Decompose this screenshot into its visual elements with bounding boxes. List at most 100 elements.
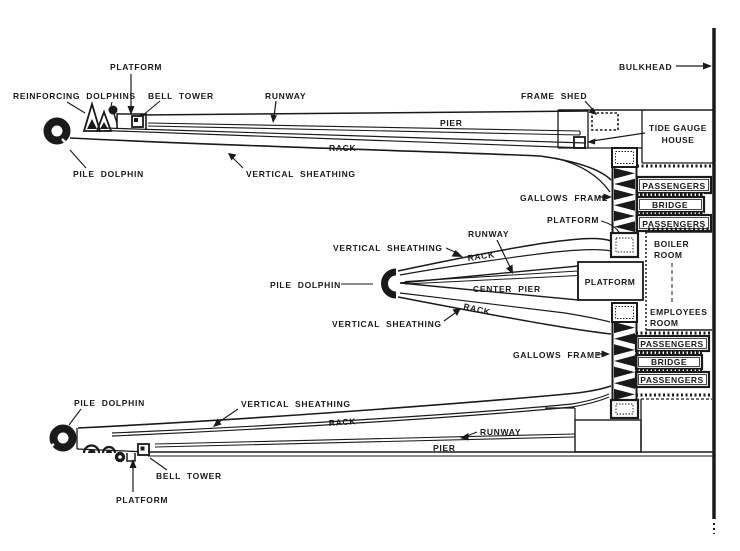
upper-platform-arrowhead [127, 106, 135, 115]
boiler-employees-building: BOILER ROOM EMPLOYEES ROOM [645, 231, 712, 331]
upper-pile-dolphin-label: PILE DOLPHIN [73, 169, 144, 179]
center-runway-label: RUNWAY [468, 229, 509, 239]
center-pile-dolphin-label: PILE DOLPHIN [270, 280, 341, 290]
passengers-upper-south-box: PASSENGERS [635, 213, 713, 233]
center-rack-north-label: RACK [467, 249, 496, 263]
passengers-lower-north-label: PASSENGERS [640, 339, 703, 349]
upper-bell-tower-structure [131, 115, 144, 128]
passengers-upper-north-label: PASSENGERS [642, 181, 705, 191]
center-runway-line-south [404, 275, 579, 285]
center-vs-south-leader [443, 312, 456, 322]
apron-strip-4 [636, 369, 702, 372]
tide-gauge-house-label-line2: HOUSE [662, 135, 695, 145]
upper-runway-label: RUNWAY [265, 91, 306, 101]
center-rack-north [399, 249, 612, 276]
upper-gallows-frame-arrowhead [603, 193, 612, 201]
passengers-upper-north-box: PASSENGERS [635, 175, 713, 195]
upper-rack-line-south [103, 129, 587, 149]
center-platform-box-label: PLATFORM [585, 277, 636, 287]
frame-shed-arrowhead [588, 107, 597, 115]
upper-platform-label: PLATFORM [110, 62, 162, 72]
lower-pile-dolphin [46, 424, 77, 452]
reinforcing-dolphins-leader-2 [110, 101, 113, 107]
lower-vertical-sheathing-leader [218, 408, 239, 423]
tide-gauge-house: TIDE GAUGE HOUSE [573, 123, 707, 149]
center-vertical-sheathing-north-label: VERTICAL SHEATHING [333, 243, 443, 253]
center-vertical-sheathing-south-label: VERTICAL SHEATHING [332, 319, 442, 329]
lower-rack-label: RACK [328, 416, 356, 428]
upper-runway-line-south [147, 125, 581, 136]
lower-pile-dolphin-leader [68, 408, 82, 426]
boiler-room-label-line2: ROOM [654, 250, 682, 260]
lower-bell-tower-structure [137, 443, 150, 456]
upper-pile-dolphin-leader [69, 149, 87, 169]
upper-vertical-sheathing-leader [231, 156, 244, 169]
passengers-lower-north-box: PASSENGERS [634, 334, 711, 353]
center-rack-south [399, 292, 611, 323]
upper-runway-leader [273, 100, 277, 118]
upper-runway-arrowhead [270, 114, 277, 123]
center-pier-label: CENTER PIER [473, 284, 541, 294]
upper-bell-tower-leader [141, 100, 161, 117]
center-platform-box: PLATFORM [577, 261, 644, 301]
frame-shed-leader [584, 100, 594, 111]
frame-shed [591, 112, 619, 131]
lower-runway-leader [466, 431, 478, 437]
bridge-lower-label: BRIDGE [651, 357, 687, 367]
upper-gallows-frame-label: GALLOWS FRAME [520, 193, 608, 203]
boiler-room-label-line1: BOILER [654, 239, 689, 249]
upper-throat-line [554, 157, 611, 193]
upper-rack-label: RACK [329, 143, 357, 153]
mid-platform-label: PLATFORM [547, 215, 599, 225]
lower-gallows-frame-label: GALLOWS FRAME [513, 350, 601, 360]
lower-vertical-sheathing-line [77, 385, 612, 429]
center-pile-dolphin [381, 268, 397, 299]
upper-pier-label: PIER [440, 118, 463, 128]
upper-vertical-sheathing-label: VERTICAL SHEATHING [246, 169, 356, 179]
bridge-upper-box: BRIDGE [635, 195, 706, 214]
lower-runway-line-south [154, 436, 576, 448]
tide-gauge-house-label-line1: TIDE GAUGE [649, 123, 707, 133]
passengers-upper-south-label: PASSENGERS [642, 219, 705, 229]
lower-reinforcing-dolphins [82, 444, 126, 463]
center-pier-outline [399, 265, 579, 301]
bulkhead-arrowhead [703, 62, 712, 70]
upper-rack-line-north [103, 127, 587, 144]
lower-bell-tower-label: BELL TOWER [156, 471, 222, 481]
bridge-lower-box: BRIDGE [634, 353, 704, 371]
center-runway-leader [496, 239, 511, 268]
lower-platform-structure [126, 453, 136, 462]
center-sheathing-north [397, 237, 612, 272]
bridge-upper-label: BRIDGE [652, 200, 688, 210]
upper-vertical-sheathing-arrowhead [228, 153, 237, 161]
lower-pier-label: PIER [433, 443, 456, 453]
reinforcing-dolphins-label: REINFORCING DOLPHINS [13, 91, 136, 101]
lower-platform-arrowhead [129, 459, 137, 468]
passengers-lower-south-label: PASSENGERS [640, 375, 703, 385]
center-vs-south-arrowhead [452, 308, 461, 316]
lower-vertical-sheathing-label: VERTICAL SHEATHING [241, 399, 351, 409]
apron-strip-3 [636, 351, 702, 355]
lower-gallows-frame-arrowhead [601, 350, 610, 358]
employees-room-label-line1: EMPLOYEES [650, 307, 707, 317]
upper-runway-line-north [147, 122, 581, 132]
lower-runway-arrowhead [460, 433, 469, 441]
lower-rack-line-north [111, 393, 610, 434]
lower-runway-line-north [154, 433, 576, 445]
center-vs-north-arrowhead [451, 250, 463, 257]
lower-platform-label: PLATFORM [116, 495, 168, 505]
tide-gauge-leader [591, 132, 646, 142]
lower-gallows-frame-truss [609, 302, 640, 420]
shore-apron-lower [545, 398, 712, 453]
lower-pier-structure [76, 385, 713, 457]
tide-gauge-arrowhead [587, 138, 596, 145]
upper-reinforcing-dolphins [82, 100, 118, 132]
upper-platform-structure [116, 113, 147, 129]
bulkhead-label: BULKHEAD [619, 62, 672, 72]
lower-vertical-sheathing-arrowhead [213, 418, 222, 427]
lower-bell-tower-leader [149, 457, 168, 471]
center-runway-line-north [404, 270, 579, 282]
upper-gallows-frame-truss [609, 147, 640, 259]
